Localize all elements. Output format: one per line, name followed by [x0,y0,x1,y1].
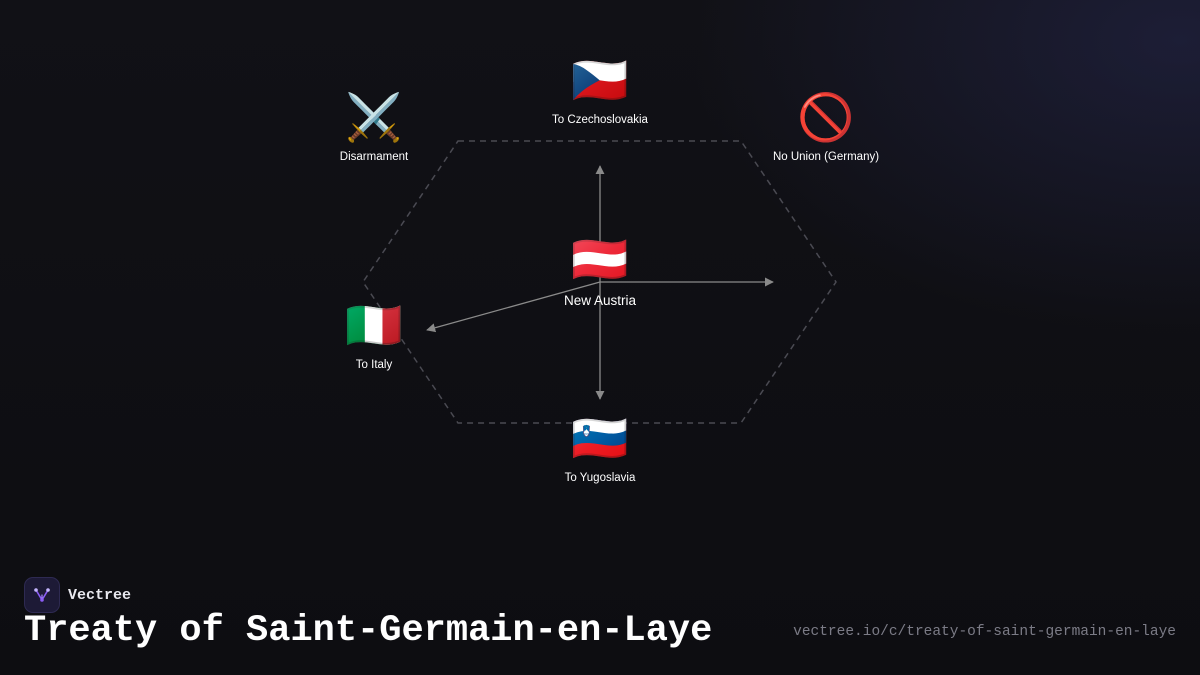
italy-flag-icon: 🇮🇹 [345,299,403,351]
prohibited-icon: 🚫 [797,91,855,143]
node-disarmament: ⚔️ Disarmament [340,89,408,163]
node-label: Disarmament [339,151,409,163]
node-new-austria: 🇦🇹 New Austria [564,231,636,308]
page-title: Treaty of Saint-Germain-en-Laye [24,610,713,652]
node-yugoslavia: 🇸🇮 To Yugoslavia [565,410,636,484]
slovenia-flag-icon: 🇸🇮 [571,412,629,464]
node-label: To Yugoslavia [564,472,636,484]
vectree-logo-icon [24,577,60,613]
brand-name: Vectree [68,586,132,604]
node-no-union: 🚫 No Union (Germany) [773,89,879,163]
node-italy: 🇮🇹 To Italy [345,297,402,371]
brand: Vectree [24,577,131,613]
czech-flag-icon: 🇨🇿 [571,54,629,106]
page-url: vectree.io/c/treaty-of-saint-germain-en-… [793,624,1176,640]
node-czechoslovakia: 🇨🇿 To Czechoslovakia [552,52,648,126]
arrow-to-italy [426,281,601,333]
node-label: New Austria [563,293,637,308]
node-label: To Czechoslovakia [552,114,648,126]
austria-flag-icon: 🇦🇹 [571,233,629,285]
crossed-swords-icon: ⚔️ [345,91,403,143]
node-label: To Italy [355,359,393,371]
node-label: No Union (Germany) [772,151,880,163]
